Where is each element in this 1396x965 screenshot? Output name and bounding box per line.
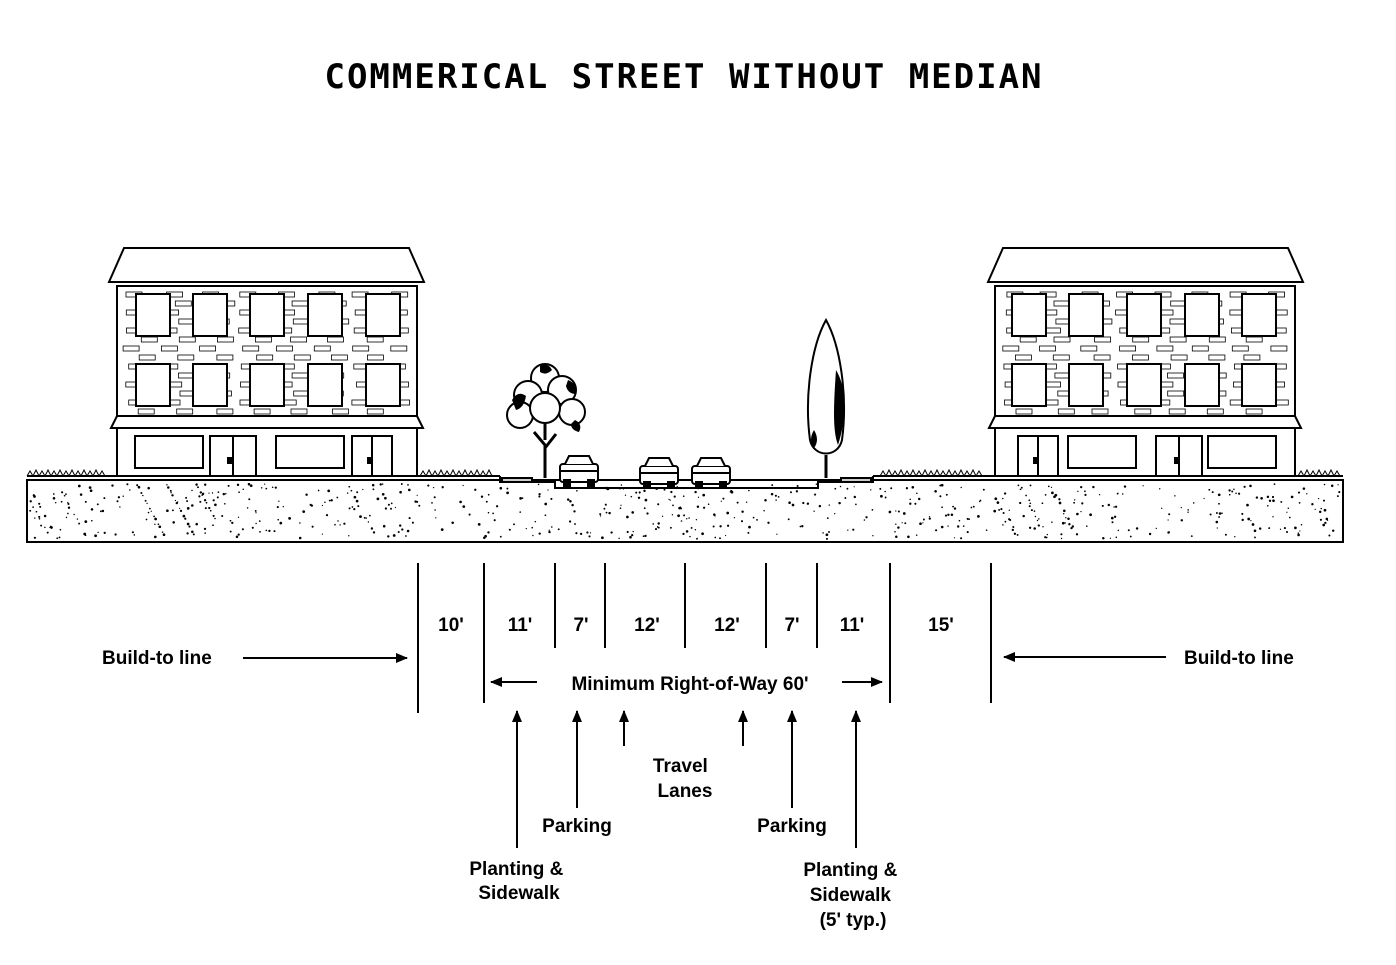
ground-slab	[26, 479, 1344, 543]
segment-label: 7'	[784, 615, 799, 636]
storefront	[134, 435, 393, 477]
building-left	[107, 247, 426, 477]
tree-columnar-icon	[807, 317, 845, 478]
upper-windows	[1011, 293, 1277, 407]
callout-arrows	[512, 710, 861, 848]
dimension-lines	[417, 563, 992, 713]
segment-label: 11'	[840, 615, 865, 636]
segment-label: 7'	[573, 615, 588, 636]
segment-label: 10'	[438, 615, 464, 636]
storefront	[1017, 435, 1277, 477]
ground-texture	[29, 482, 1341, 540]
build-to-line-label-right: Build-to line	[1184, 648, 1294, 669]
grass-right	[879, 468, 1341, 478]
segment-label: 15'	[928, 615, 954, 636]
grass-left	[26, 468, 493, 478]
callout-planting-right: Planting & Sidewalk (5' typ.)	[803, 860, 902, 931]
building-right	[986, 247, 1305, 477]
car-parked-icon	[559, 455, 599, 487]
tree-deciduous-icon	[506, 363, 586, 478]
build-to-line-label-left: Build-to line	[102, 648, 212, 669]
car-travel-icon	[639, 457, 679, 489]
segment-label: 11'	[508, 615, 533, 636]
segment-labels: 10' 11' 7' 12' 12' 7' 11' 15'	[438, 615, 954, 636]
callout-travel-lanes: Travel Lanes	[653, 756, 713, 802]
diagram-title: COMMERICAL STREET WITHOUT MEDIAN	[324, 57, 1043, 97]
callout-planting-left: Planting & Sidewalk	[469, 859, 568, 904]
callout-parking-right: Parking	[757, 816, 827, 837]
upper-windows	[135, 293, 401, 407]
right-of-way-label: Minimum Right-of-Way 60'	[571, 674, 808, 695]
callout-parking-left: Parking	[542, 816, 612, 837]
segment-label: 12'	[714, 615, 740, 636]
car-travel-icon	[691, 457, 731, 489]
segment-label: 12'	[634, 615, 660, 636]
